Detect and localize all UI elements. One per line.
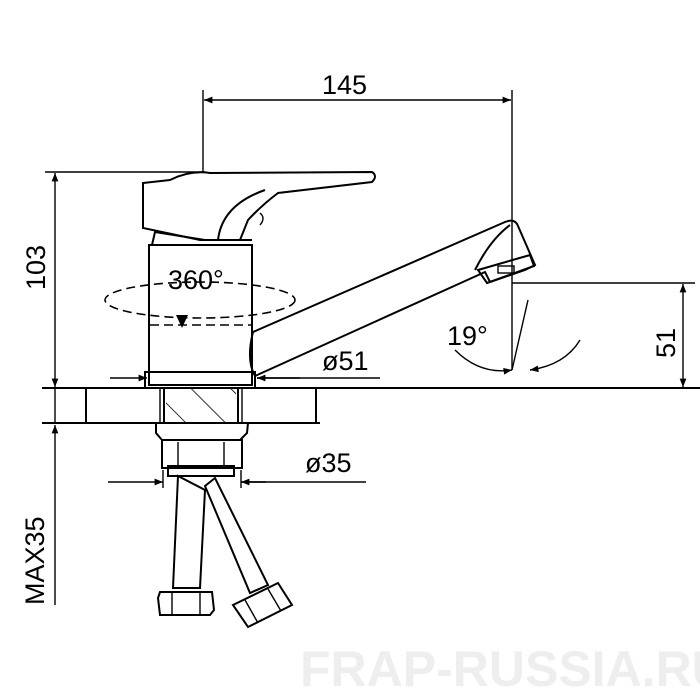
dim-diameter-35: ø35 (305, 448, 352, 478)
dim-max35: MAX35 (20, 516, 50, 605)
countertop (42, 387, 700, 424)
rotation-arrow-icon (176, 315, 188, 328)
dim-diameter-51: ø51 (322, 346, 369, 376)
faucet-body (142, 170, 537, 389)
mounting-nut (155, 422, 250, 477)
dim-145: 145 (322, 70, 367, 100)
supply-hoses (156, 474, 294, 629)
spout-angle-label: 19° (447, 321, 488, 351)
rotation-label: 360° (168, 265, 224, 295)
watermark: FRAP-RUSSIA.RU (300, 641, 700, 697)
dim-103: 103 (21, 245, 51, 290)
dim-51-height: 51 (651, 328, 681, 358)
